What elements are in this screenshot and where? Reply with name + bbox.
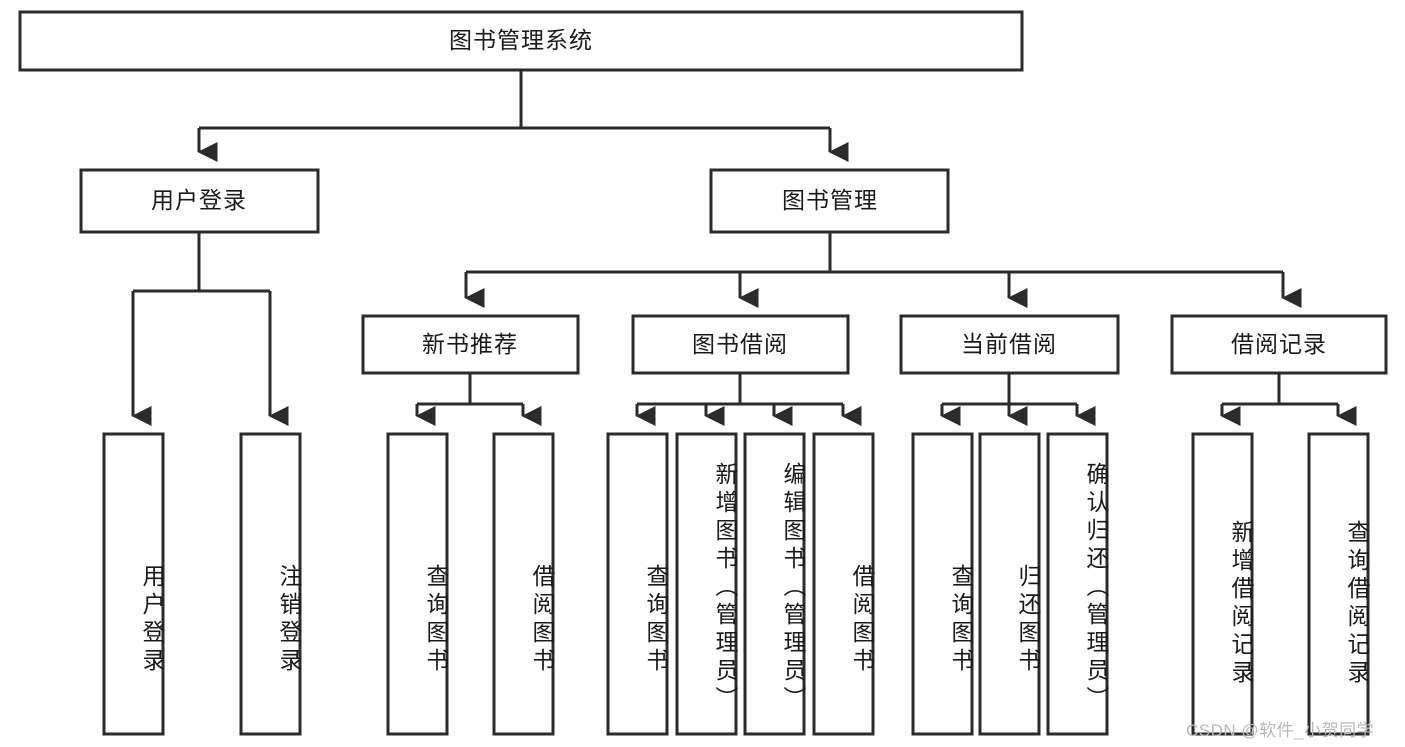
node-borrow-records-box[interactable] xyxy=(1170,314,1388,375)
node-borrow-records[interactable]: 借阅记录 xyxy=(1170,314,1388,375)
node-book-management[interactable]: 图书管理 xyxy=(709,168,950,234)
node-current-borrow[interactable]: 当前借阅 xyxy=(899,314,1120,375)
node-new-book-recommend-box[interactable] xyxy=(361,314,580,375)
leaf-box-bb-edit[interactable] xyxy=(743,432,806,736)
node-borrow-records-label: 借阅记录 xyxy=(1231,331,1327,357)
node-new-book-recommend[interactable]: 新书推荐 xyxy=(361,314,580,375)
leaf-box-bb-add[interactable] xyxy=(675,432,738,736)
leaf-box-cb-query[interactable] xyxy=(911,432,974,736)
csdn-watermark: CSDN @软件_小贺同学 xyxy=(1186,721,1375,740)
node-current-borrow-box[interactable] xyxy=(899,314,1120,375)
node-new-book-recommend-label: 新书推荐 xyxy=(422,331,518,357)
leaf-box-user-login[interactable] xyxy=(102,432,165,736)
leaf-box-bb-borrow[interactable] xyxy=(812,432,875,736)
connectors xyxy=(131,70,1357,426)
leaf-box-rec-query[interactable] xyxy=(1307,432,1370,736)
leaf-boxes xyxy=(102,432,1370,736)
leaf-box-cb-return[interactable] xyxy=(978,432,1041,736)
node-book-management-box[interactable] xyxy=(709,168,950,234)
node-root[interactable]: 图书管理系统 xyxy=(18,10,1024,72)
leaf-box-cb-confirm[interactable] xyxy=(1046,432,1109,736)
node-user-login-label: 用户登录 xyxy=(151,187,247,213)
leaf-box-nb-query[interactable] xyxy=(386,432,449,736)
node-current-borrow-label: 当前借阅 xyxy=(961,331,1057,357)
node-book-borrow-label: 图书借阅 xyxy=(692,331,788,357)
leaf-box-bb-query[interactable] xyxy=(606,432,669,736)
node-root-label: 图书管理系统 xyxy=(449,27,593,53)
node-user-login[interactable]: 用户登录 xyxy=(79,168,320,234)
leaf-box-nb-borrow[interactable] xyxy=(492,432,555,736)
node-book-borrow[interactable]: 图书借阅 xyxy=(631,314,850,375)
node-book-borrow-box[interactable] xyxy=(631,314,850,375)
node-book-management-label: 图书管理 xyxy=(782,187,878,213)
node-user-login-box[interactable] xyxy=(79,168,320,234)
node-root-box[interactable] xyxy=(18,10,1024,72)
leaf-box-logout[interactable] xyxy=(239,432,302,736)
leaf-box-rec-add[interactable] xyxy=(1191,432,1254,736)
